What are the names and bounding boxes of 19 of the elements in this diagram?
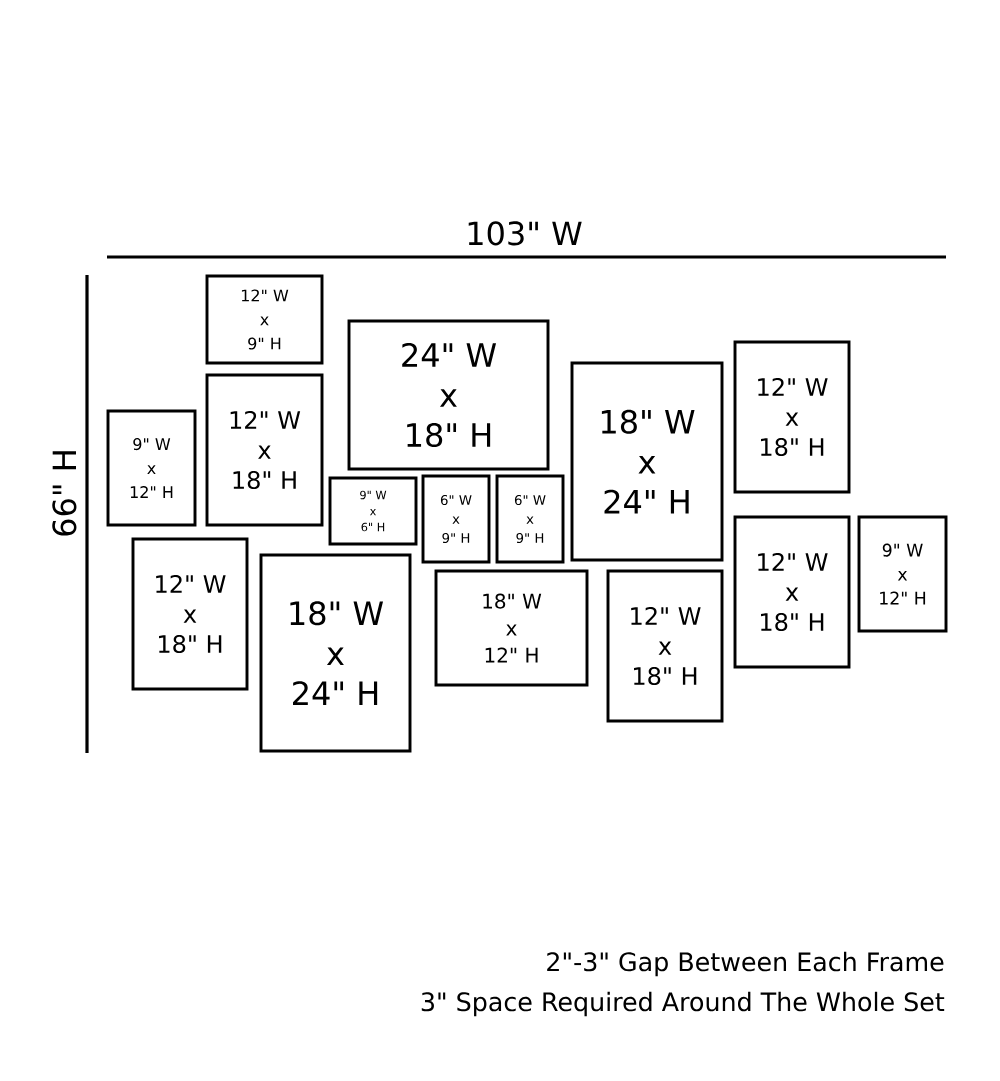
frame-box: 6" W x 9" H — [421, 474, 491, 564]
frame-box: 9" W x 12" H — [106, 409, 197, 527]
dimension-label: 103" W — [468, 221, 582, 246]
frame-box: 12" W x 18" H — [733, 515, 851, 669]
frame-box: 12" W x 18" H — [205, 373, 324, 527]
frame-box: 18" W x 24" H — [259, 553, 412, 753]
frame-box: 12" W x 18" H — [131, 537, 249, 691]
dimension-label: 66" H — [52, 451, 77, 536]
frame-box: 9" W x 12" H — [857, 515, 948, 633]
note-text: 2"-3" Gap Between Each Frame — [547, 951, 944, 977]
frame-box: 18" W x 24" H — [570, 361, 724, 562]
frame-box: 12" W x 18" H — [733, 340, 851, 494]
note-text: 3" Space Required Around The Whole Set — [421, 991, 945, 1017]
frame-box: 12" W x 18" H — [606, 569, 724, 723]
frame-box: 18" W x 12" H — [434, 569, 589, 687]
frame-box: 6" W x 9" H — [495, 474, 565, 564]
frame-box: 24" W x 18" H — [347, 319, 550, 471]
frame-box: 9" W x 6" H — [328, 476, 418, 546]
frame-box: 12" W x 9" H — [205, 274, 324, 365]
